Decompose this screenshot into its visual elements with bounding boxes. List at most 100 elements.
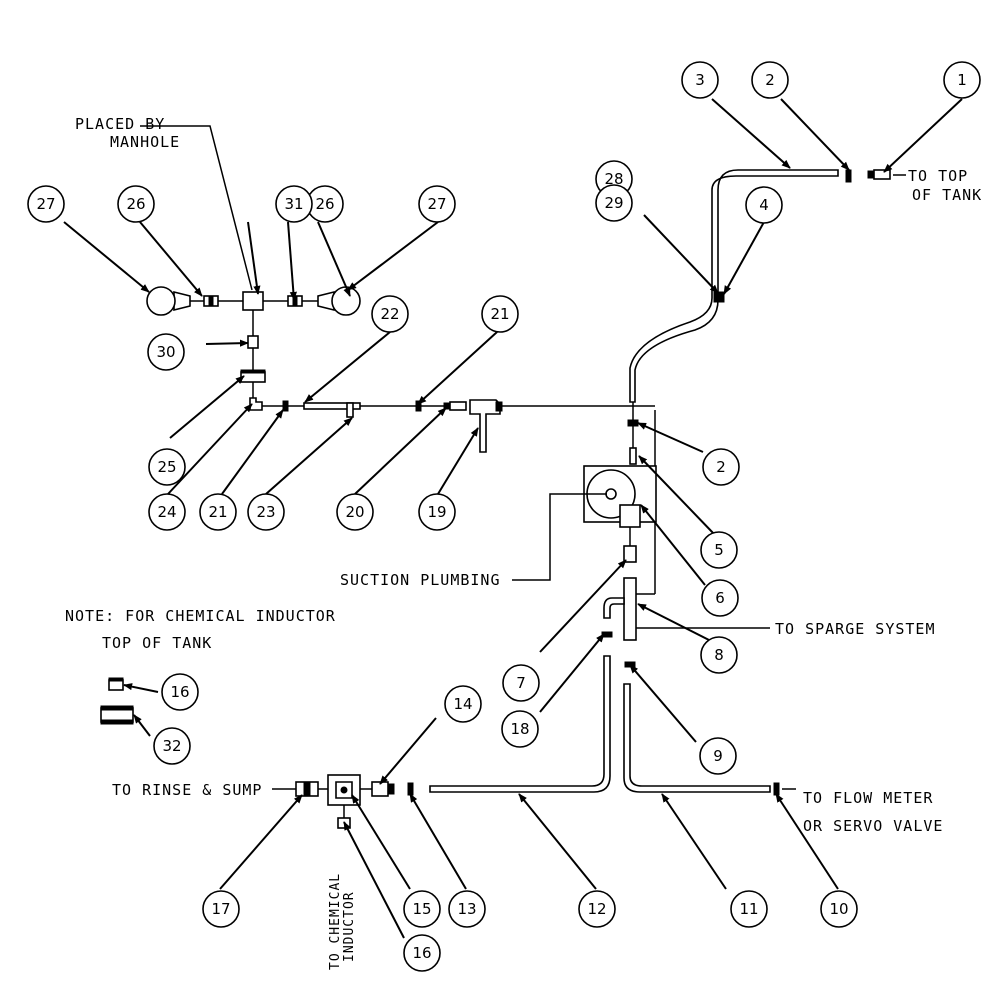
callout-number-22: 22 — [380, 305, 399, 323]
fitting-30 — [247, 335, 259, 349]
fitting-14 — [371, 781, 389, 797]
callout-number-14: 14 — [453, 695, 472, 713]
callout-circle-5 — [700, 531, 738, 569]
fitting-25-top — [240, 369, 266, 374]
callout-circle-7 — [502, 664, 540, 702]
callout-circle-18 — [501, 710, 539, 748]
callout-circle-22 — [371, 295, 409, 333]
fitting-7 — [623, 545, 637, 563]
callout-number-17: 17 — [211, 900, 230, 918]
callout-number-23: 23 — [256, 503, 275, 521]
leader-placed-by — [140, 125, 253, 291]
manifold-8 — [623, 577, 637, 641]
label-placed-by-2: MANHOLE — [110, 133, 180, 151]
callout-number-30: 30 — [156, 343, 175, 361]
callout-number-27: 27 — [36, 195, 55, 213]
ball-27-left-neck — [173, 290, 191, 312]
callout-circle-26 — [117, 185, 155, 223]
callout-circle-24 — [148, 493, 186, 531]
callout-circle-14 — [444, 685, 482, 723]
callout-number-16: 16 — [170, 683, 189, 701]
label-flow-2: OR SERVO VALVE — [803, 817, 943, 835]
callout-circle-6 — [701, 579, 739, 617]
valve-15-stem — [340, 786, 348, 794]
callout-circle-17 — [202, 890, 240, 928]
callout-circle-31 — [275, 185, 313, 223]
callout-number-32: 32 — [162, 737, 181, 755]
callout-circle-9 — [699, 737, 737, 775]
callout-number-26: 26 — [126, 195, 145, 213]
callout-circle-25 — [148, 448, 186, 486]
callout-number-15: 15 — [412, 900, 431, 918]
callout-circle-10 — [820, 890, 858, 928]
label-flow-1: TO FLOW METER — [803, 789, 933, 807]
hose-11 — [623, 683, 771, 793]
callout-circle-32 — [153, 727, 191, 765]
callout-number-6: 6 — [715, 589, 725, 607]
callout-circle-1 — [943, 61, 981, 99]
spray-ball-27-left — [146, 286, 176, 316]
callout-number-28: 28 — [604, 170, 623, 188]
tee-31 — [242, 291, 264, 311]
label-suction: SUCTION PLUMBING — [340, 571, 501, 589]
label-to-top-2: OF TANK — [912, 186, 982, 204]
callout-number-18: 18 — [510, 720, 529, 738]
callout-number-8: 8 — [714, 646, 724, 664]
callout-bubbles: 1232456789101112131415161617181920212122… — [27, 61, 981, 972]
callout-number-21: 21 — [490, 305, 509, 323]
label-note-1: NOTE: FOR CHEMICAL INDUCTOR — [65, 607, 336, 625]
callout-number-13: 13 — [457, 900, 476, 918]
clamp-10 — [773, 782, 780, 796]
elbow-manifold — [603, 597, 625, 619]
callout-circle-23 — [247, 493, 285, 531]
callout-number-20: 20 — [345, 503, 364, 521]
callout-circle-3 — [681, 61, 719, 99]
callout-circle-11 — [730, 890, 768, 928]
callout-number-29: 29 — [604, 194, 623, 212]
callout-circle-16 — [161, 673, 199, 711]
clamp-2-top — [845, 169, 852, 183]
callout-number-25: 25 — [157, 458, 176, 476]
clamp-13 — [407, 782, 414, 796]
leader-suction — [512, 493, 607, 581]
callout-number-19: 19 — [427, 503, 446, 521]
callout-circle-27 — [418, 185, 456, 223]
callout-number-9: 9 — [713, 747, 723, 765]
callout-number-1: 1 — [957, 71, 967, 89]
label-sparge: TO SPARGE SYSTEM — [775, 620, 936, 638]
callout-number-21: 21 — [208, 503, 227, 521]
fitting-17-band — [303, 781, 311, 797]
callout-circle-16 — [403, 934, 441, 972]
text-labels: PLACED BY MANHOLE TO TOP OF TANK SUCTION… — [65, 115, 982, 970]
fitting-1 — [873, 169, 891, 180]
pump-outlet — [619, 504, 641, 528]
fitting-16-note-cap — [108, 677, 124, 682]
hose-3 — [629, 169, 839, 403]
tee-23 — [346, 402, 354, 418]
callout-circle-21 — [199, 493, 237, 531]
callout-circle-21 — [481, 295, 519, 333]
callout-number-3: 3 — [695, 71, 705, 89]
spray-ball-27-right — [331, 286, 361, 316]
fitting-26-left-band — [208, 295, 214, 307]
label-chem-1: TO CHEMICAL — [328, 873, 343, 970]
fitting-1-nut — [867, 170, 874, 179]
fitting-14-nut — [387, 783, 395, 795]
valve-19-flange — [495, 401, 503, 412]
label-chem-2: INDUCTOR — [342, 891, 357, 962]
callout-circle-13 — [448, 890, 486, 928]
pump-hub — [605, 488, 617, 500]
label-placed-by-1: PLACED BY — [75, 115, 165, 133]
coupler-28-29 — [713, 291, 725, 303]
callout-number-2: 2 — [716, 458, 726, 476]
callout-number-5: 5 — [714, 541, 724, 559]
callout-number-2: 2 — [765, 71, 775, 89]
callout-number-26: 26 — [315, 195, 334, 213]
callout-circle-20 — [336, 493, 374, 531]
callout-circle-2 — [751, 61, 789, 99]
fitting-32-top — [100, 705, 134, 711]
callout-circle-8 — [700, 636, 738, 674]
label-rinse: TO RINSE & SUMP — [112, 781, 262, 799]
fitting-32-bottom — [100, 719, 134, 725]
